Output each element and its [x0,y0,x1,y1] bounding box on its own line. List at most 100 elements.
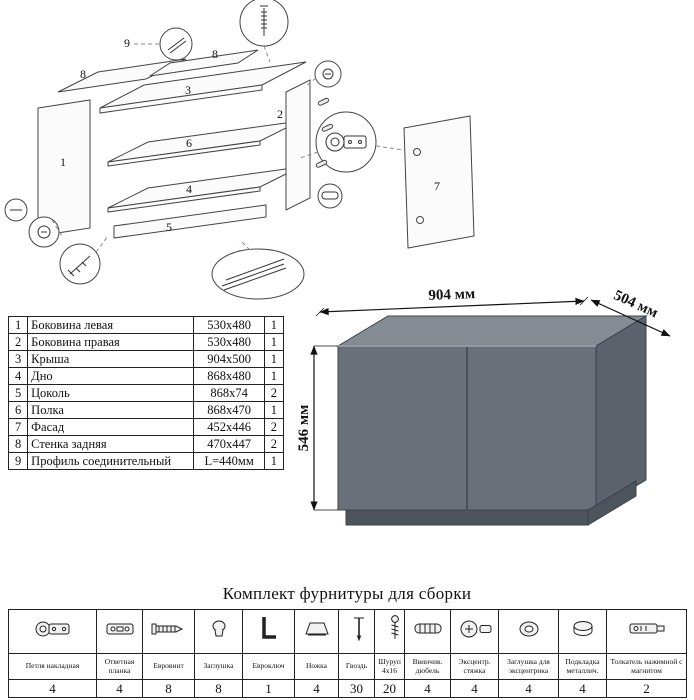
part-qty: 2 [263,418,285,436]
hardware-qty: 4 [294,679,339,698]
part-size: 470x447 [193,435,265,453]
part-size: L=440мм [193,452,265,470]
back-panel-left [57,58,187,93]
row-number: 6 [7,401,29,419]
hardware-name: Ввинчив. дюбель [404,653,451,680]
part-name: Цоколь [27,384,195,402]
row-number: 8 [7,435,29,453]
strike-plate-icon [96,609,143,654]
part-qty: 1 [263,316,285,334]
bottom-panel-edge [107,186,261,213]
hardware-qty: 4 [450,679,499,698]
part-name: Профиль соединительный [27,452,195,470]
hardware-qty: 1 [242,679,295,698]
part-name: Крыша [27,350,195,368]
part-label-5: 5 [166,220,172,234]
part-qty: 1 [263,452,285,470]
part-qty: 1 [263,350,285,368]
euro-screw-glyph [151,623,183,635]
door-panel [403,115,475,249]
hardware-name: Толкатель нажимной с магнитом [606,653,687,680]
nail-glyph [354,617,364,642]
width-dimension-label: 904 мм [428,288,475,304]
part-label-1: 1 [60,155,66,169]
metal-pad-icon [558,609,607,654]
hardware-name: Евроключ [242,653,295,680]
part-size: 904x500 [193,350,265,368]
metal-pad-glyph [573,621,592,636]
exploded-view-diagram: 9 8 8 3 1 2 6 4 5 7 [4,0,475,300]
width-ext-left [315,307,325,317]
hardware-name: Заглушка [194,653,243,680]
part-qty: 1 [263,401,285,419]
hardware-qty: 4 [96,679,143,698]
part-size: 530x480 [193,316,265,334]
push-latch-glyph [629,623,664,634]
hardware-qty: 8 [194,679,243,698]
push-latch-icon [606,609,687,654]
part-label-6: 6 [186,136,192,150]
row-number: 2 [7,333,29,351]
part-label-2: 2 [277,107,283,121]
callout-profile-detail [211,248,305,300]
cam-cap-glyph [519,621,538,637]
hardware-icons-row [8,609,687,654]
hex-key-icon [242,609,295,654]
part-qty: 1 [263,333,285,351]
dowel-icon [404,609,451,654]
hardware-name: Евровинт [142,653,195,680]
depth-dimension-line [590,299,671,337]
row-number: 3 [7,350,29,368]
part-name: Фасад [27,418,195,436]
dowel-glyph [414,623,441,634]
hardware-name: Подкладка металлич. [558,653,607,680]
cabinet-plinth-front [345,509,589,526]
cap-icon [194,609,243,654]
hardware-name: Шуруп 4x16 [374,653,405,680]
cap-glyph [212,620,225,637]
cam-lock-glyph [460,620,491,638]
row-number: 4 [7,367,29,385]
hardware-qty: 4 [8,679,97,698]
part-qty: 2 [263,384,285,402]
height-dimension-label: 546 мм [298,405,312,452]
part-qty: 2 [263,435,285,453]
hardware-name: Эксцентр. стяжка [450,653,499,680]
cabinet-side-face [595,315,647,511]
leader-lines [51,43,405,253]
hex-key-glyph [261,617,276,639]
hardware-kit-title: Комплект фурнитуры для сборки [222,584,472,603]
hinge-glyph [35,621,69,637]
top-panel-edge [99,84,263,114]
right-side-panel [285,79,311,211]
part-label-8b: 8 [212,47,218,61]
hardware-qty: 4 [498,679,559,698]
part-label-8a: 8 [80,67,86,81]
back-panel-right [149,49,259,77]
plinth-panel [113,204,267,239]
row-number: 1 [7,316,29,334]
part-label-9: 9 [124,36,130,50]
screw-glyph [391,615,399,639]
nail-icon [338,609,375,654]
shelf-panel [107,120,301,163]
row-number: 7 [7,418,29,436]
row-number: 5 [7,384,29,402]
loose-screws [315,97,334,168]
cabinet-plinth-side [587,480,637,526]
row-number: 9 [7,452,29,470]
hardware-name: Заглушка для эксцентрика [498,653,559,680]
part-label-3: 3 [185,83,191,97]
left-side-panel [37,99,91,237]
hardware-qty: 8 [142,679,195,698]
width-dimension-line [319,297,585,316]
width-ext-right [579,296,589,306]
